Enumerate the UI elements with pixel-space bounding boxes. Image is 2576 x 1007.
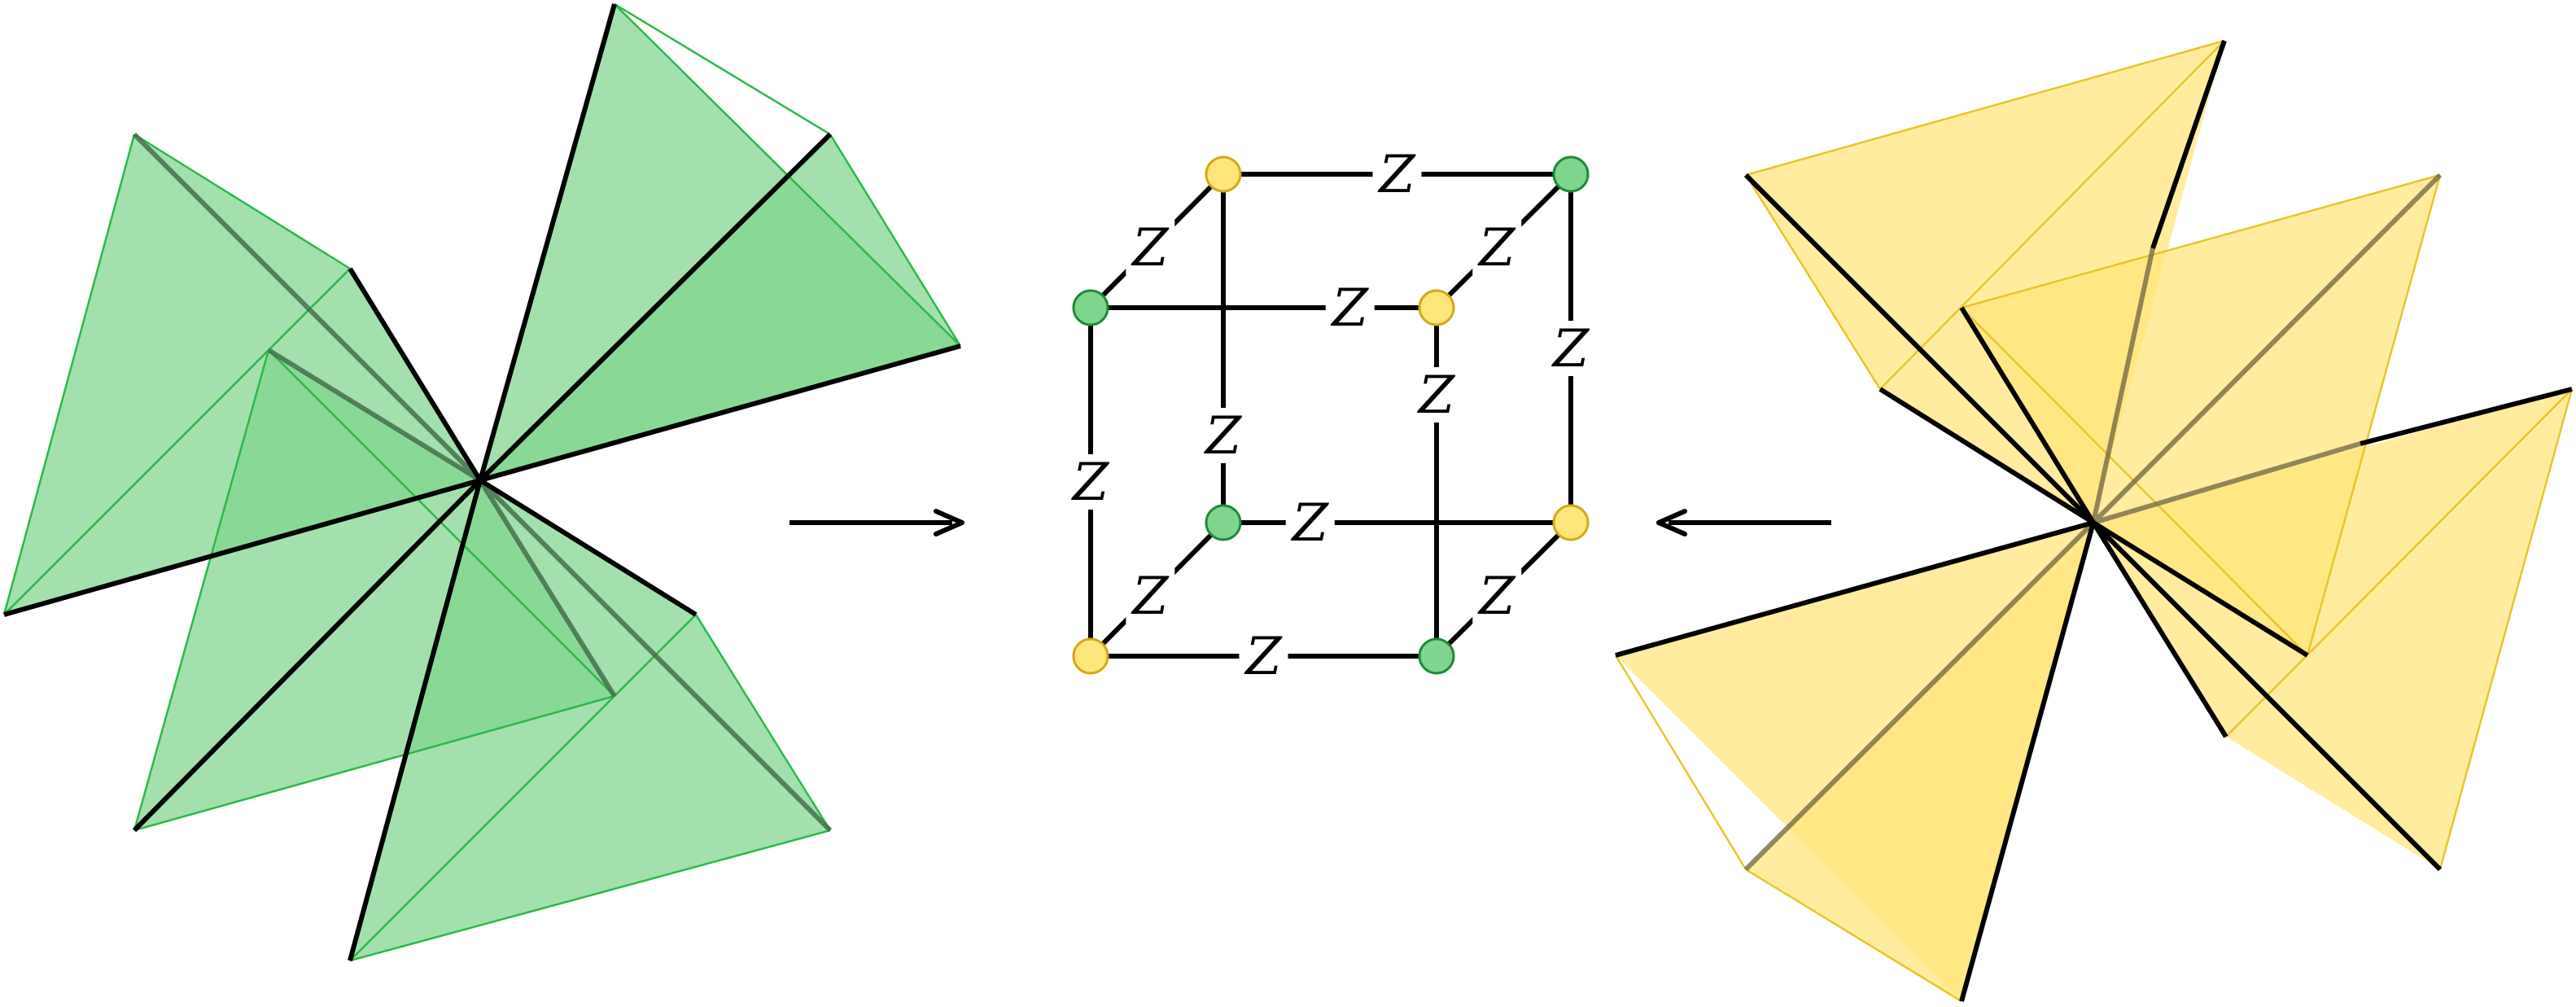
edge-label-background (1066, 454, 1115, 510)
edge-label-z: Z (1477, 567, 1516, 627)
edge-label-background (1412, 367, 1461, 423)
edge-label-background (1126, 568, 1175, 624)
cube-node-front-bottom-right-green (1418, 637, 1455, 675)
yellow-blade-left-side (1746, 523, 2093, 1001)
edge-label-z: Z (1477, 218, 1516, 278)
edge-label-background (1472, 568, 1522, 624)
yellow-pinwheel (1614, 39, 2574, 1003)
edge-label-z: Z (1417, 366, 1456, 426)
green-pinwheel-inner-edges (132, 132, 833, 833)
edge-label-background (1472, 220, 1522, 276)
cube-edges (1088, 172, 1573, 659)
edge-label-z: Z (1331, 278, 1370, 339)
edge-label-z: Z (1291, 493, 1330, 554)
left-arrow (789, 509, 964, 536)
edge-label-background (1285, 495, 1335, 550)
edge-label-background (1325, 280, 1375, 335)
edge-label-z: Z (1377, 145, 1416, 205)
edge-label-background (1546, 321, 1595, 376)
cube-node-front-bottom-left-yellow (1072, 637, 1109, 675)
yellow-blade-upper-right (1962, 175, 2440, 523)
cube-node-back-top-right-green (1552, 155, 1590, 193)
cube-node-front-top-left-green (1072, 289, 1109, 326)
right-arrow (1656, 509, 1831, 536)
cube-node-back-bottom-left-green (1205, 504, 1242, 541)
edge-label-z: Z (1204, 406, 1243, 466)
edge-label-z: Z (1551, 319, 1590, 379)
cube-node-front-top-right-yellow (1418, 289, 1455, 326)
yellow-pinwheel-thin-edges (1614, 39, 2574, 1003)
edge-label-z: Z (1071, 453, 1110, 513)
cube-node-back-bottom-right-yellow (1552, 504, 1590, 541)
green-pinwheel-bold-edges (3, 3, 961, 961)
edge-label-z: Z (1131, 567, 1170, 627)
edge-label-background (1239, 628, 1288, 684)
edge-label-background (1372, 147, 1422, 202)
edge-label-background (1126, 220, 1175, 276)
cube-node-back-top-left-yellow (1205, 155, 1242, 193)
green-pinwheel (2, 2, 962, 962)
edge-label-z: Z (1244, 627, 1283, 687)
edge-label-z: Z (1131, 218, 1170, 278)
green-blade-upper-right-side (480, 134, 960, 480)
yellow-pinwheel-bold-edges (1615, 40, 2573, 1002)
green-blade-lower-left (134, 350, 480, 830)
edge-label-background (1199, 408, 1248, 463)
cube-nodes (1072, 155, 1590, 675)
yellow-pinwheel-inner-edges (1743, 173, 2443, 872)
